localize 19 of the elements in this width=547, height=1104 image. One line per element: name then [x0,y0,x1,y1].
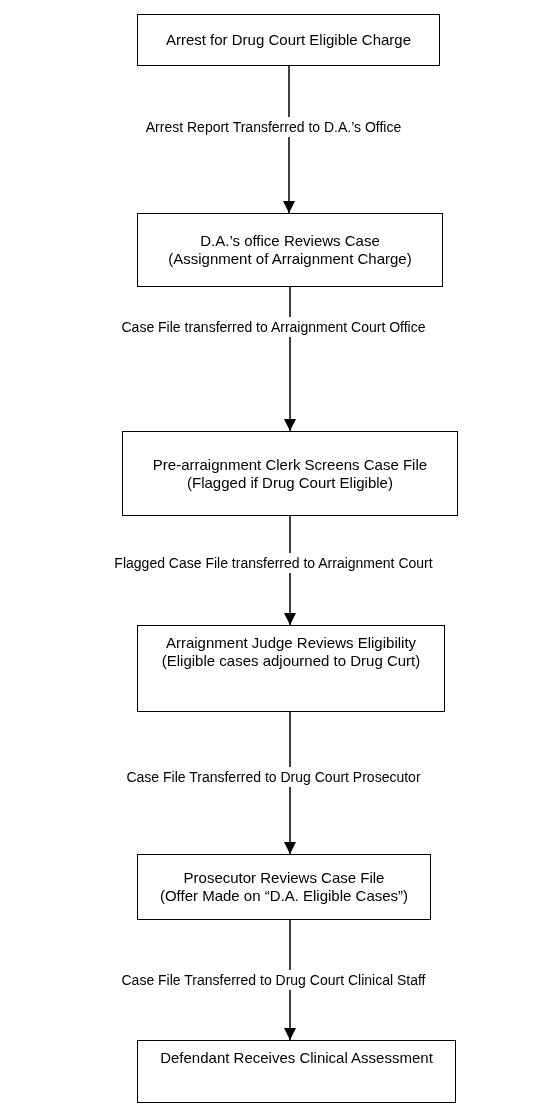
process-box [137,213,443,287]
arrow [284,286,296,432]
box-text: (Flagged if Drug Court Eligible) [187,473,393,492]
process-box [137,1040,456,1103]
process-box [137,14,440,66]
process-box [122,431,458,516]
box-text: (Assignment of Arraignment Charge) [168,250,412,268]
box-text: Arrest for Drug Court Eligible Charge [165,31,412,49]
box-text: Defendant Receives Clinical Assessment [160,1049,433,1067]
arrow [283,65,295,214]
process-box [137,854,431,920]
box-text: (Offer Made on “D.A. Eligible Cases”) [159,887,409,905]
box-text: D.A.’s office Reviews Case [200,232,380,250]
process-box [137,625,445,712]
arrow [284,711,296,855]
box-text: Arraignment Judge Reviews Eligibility [165,634,417,652]
box-text: (Eligible cases adjourned to Drug Curt) [161,652,421,670]
box-text: Pre-arraignment Clerk Screens Case File [152,455,428,474]
box-text: Prosecutor Reviews Case File [183,869,385,887]
